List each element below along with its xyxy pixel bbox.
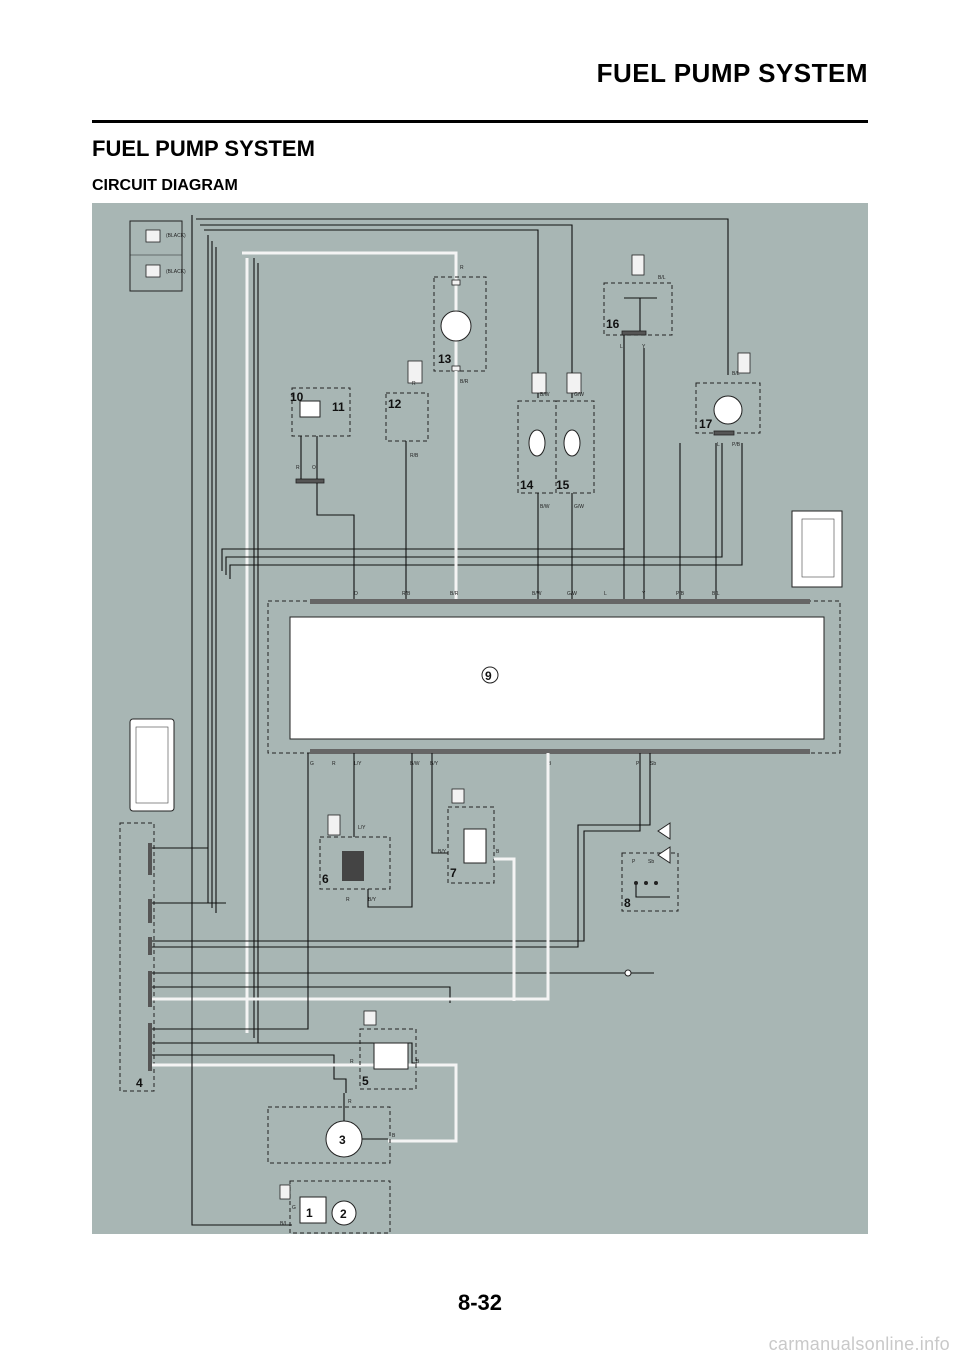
svg-text:B: B: [416, 1059, 420, 1065]
svg-text:Y: Y: [642, 344, 646, 350]
svg-text:13: 13: [438, 352, 452, 366]
svg-text:B/R: B/R: [450, 591, 459, 597]
component-5: 5 R B: [350, 1010, 420, 1090]
component-16: 16 B/L L Y: [603, 254, 673, 350]
svg-text:B/Y: B/Y: [438, 849, 447, 855]
svg-text:L: L: [717, 442, 720, 448]
svg-text:G/W: G/W: [567, 591, 577, 597]
svg-text:B/R: B/R: [460, 379, 469, 385]
svg-text:B/W: B/W: [540, 392, 550, 398]
ecu-component-9: 9 O R/B B/R B/W G/W L Y P/B B/L G R L/Y …: [267, 591, 841, 767]
svg-text:17: 17: [699, 417, 713, 431]
svg-text:L: L: [620, 344, 623, 350]
page-number: 8-32: [457, 1290, 503, 1315]
svg-text:10: 10: [290, 390, 304, 404]
circuit-diagram: (BLACK) (BLACK) 13 R B/R: [92, 203, 868, 1234]
section-title: FUEL PUMP SYSTEM: [92, 136, 315, 161]
svg-text:R: R: [412, 381, 416, 387]
svg-text:R: R: [460, 265, 464, 271]
header-rule: [92, 120, 868, 123]
svg-text:G: G: [292, 1205, 296, 1211]
svg-text:B/L: B/L: [658, 275, 666, 281]
svg-text:R/B: R/B: [410, 453, 419, 459]
svg-text:O: O: [312, 465, 316, 471]
svg-text:R: R: [332, 761, 336, 767]
svg-text:L: L: [604, 591, 607, 597]
svg-text:(BLACK): (BLACK): [166, 269, 186, 275]
svg-text:12: 12: [388, 397, 402, 411]
svg-text:G: G: [310, 761, 314, 767]
svg-text:B/L: B/L: [280, 1221, 288, 1227]
watermark: carmanualsonline.info: [768, 1334, 950, 1354]
svg-text:O: O: [354, 591, 358, 597]
svg-text:3: 3: [339, 1133, 346, 1147]
svg-text:5: 5: [362, 1074, 369, 1088]
component-14-15: 14 15 B/W B/W G/W G/W: [517, 372, 595, 510]
svg-text:B/Y: B/Y: [430, 761, 439, 767]
svg-text:P: P: [632, 859, 636, 865]
svg-text:Y: Y: [642, 591, 646, 597]
svg-text:P/B: P/B: [732, 442, 741, 448]
svg-text:R: R: [346, 897, 350, 903]
svg-text:15: 15: [556, 478, 570, 492]
svg-text:8: 8: [624, 896, 631, 910]
connector-pair-top-left: (BLACK) (BLACK): [129, 220, 186, 292]
component-7: 7 B/Y B: [431, 753, 516, 1001]
svg-text:4: 4: [136, 1076, 143, 1090]
svg-text:P: P: [636, 761, 640, 767]
ground-terminal: [624, 969, 654, 977]
svg-text:B: B: [496, 849, 500, 855]
svg-text:B/W: B/W: [540, 504, 550, 510]
svg-text:B/L: B/L: [732, 371, 740, 377]
svg-text:2: 2: [340, 1207, 347, 1221]
svg-text:B/W: B/W: [532, 591, 542, 597]
svg-text:(BLACK): (BLACK): [166, 233, 186, 239]
svg-text:B/L: B/L: [712, 591, 720, 597]
svg-text:B: B: [392, 1133, 396, 1139]
component-13: 13 R B/R: [433, 265, 487, 385]
svg-text:16: 16: [606, 317, 620, 331]
svg-text:Sb: Sb: [648, 859, 654, 865]
component-4: 4: [119, 822, 155, 1092]
ecu-connector-icon: [791, 510, 843, 588]
svg-text:9: 9: [485, 669, 492, 683]
header-title: FUEL PUMP SYSTEM: [596, 58, 868, 88]
svg-text:R: R: [350, 1059, 354, 1065]
svg-text:Sb: Sb: [650, 761, 656, 767]
component-10-11: 10 11 R O: [290, 387, 355, 603]
svg-text:11: 11: [332, 400, 345, 414]
svg-text:B: B: [548, 761, 552, 767]
component-17: 17 B/L L P/B: [695, 352, 761, 448]
svg-text:L/Y: L/Y: [358, 825, 366, 831]
component-3-fuel-pump: 3 2 R B: [267, 1093, 396, 1234]
harness-connector-icon: [129, 718, 175, 812]
svg-text:G/W: G/W: [574, 504, 584, 510]
svg-text:L/Y: L/Y: [354, 761, 362, 767]
svg-text:B/W: B/W: [410, 761, 420, 767]
component-1: 1 B/L G: [191, 851, 327, 1227]
component-6: 6 L/Y B/Y R: [319, 753, 413, 908]
svg-text:R: R: [296, 465, 300, 471]
ecu-top-feed-wires: [221, 335, 743, 601]
svg-text:R: R: [348, 1099, 352, 1105]
svg-text:B/Y: B/Y: [368, 897, 377, 903]
svg-text:G/W: G/W: [574, 392, 584, 398]
component-8: 8 P Sb: [621, 822, 679, 912]
svg-text:1: 1: [306, 1206, 313, 1220]
component-12: 12 R R/B: [385, 360, 429, 603]
lower-branch-wires: [152, 753, 654, 1143]
svg-text:6: 6: [322, 872, 329, 886]
svg-text:R/B: R/B: [402, 591, 411, 597]
svg-text:7: 7: [450, 866, 457, 880]
subsection-title: CIRCUIT DIAGRAM: [92, 177, 238, 194]
svg-text:14: 14: [520, 478, 534, 492]
svg-text:P/B: P/B: [676, 591, 685, 597]
